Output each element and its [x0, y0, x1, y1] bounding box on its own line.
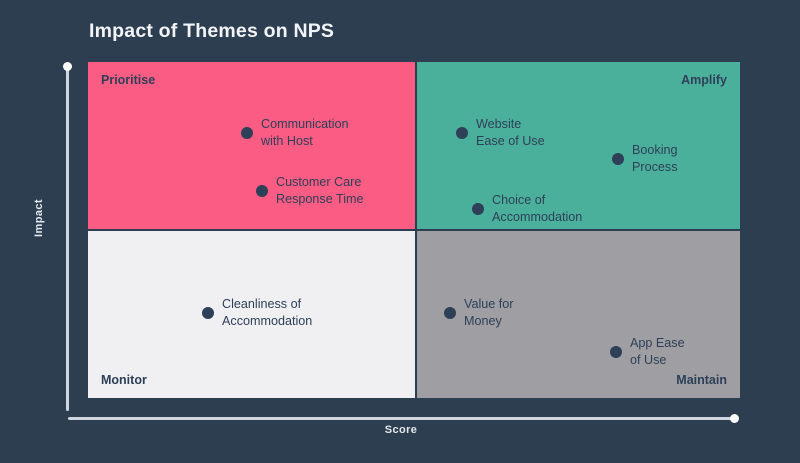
data-point-label-line2: Accommodation [492, 209, 583, 224]
data-point-dot [256, 184, 268, 197]
data-point-label: Booking Process [632, 142, 678, 175]
x-axis-endpoint-marker [730, 414, 739, 423]
x-axis-line [68, 417, 734, 420]
quadrant-monitor: Monitor [88, 231, 415, 398]
data-point[interactable]: Value for Money [444, 296, 513, 329]
data-point-label: Communication with Host [261, 116, 349, 149]
data-point-label-line1: App Ease [630, 336, 685, 350]
data-point-dot [612, 152, 624, 165]
data-point-label: App Ease of Use [630, 335, 685, 368]
plot-area: Prioritise Amplify Monitor Maintain Comm… [88, 62, 740, 398]
data-point-label-line2: Response Time [276, 191, 364, 206]
data-point[interactable]: Booking Process [612, 142, 678, 175]
data-point[interactable]: App Ease of Use [610, 335, 685, 368]
y-axis-endpoint-marker [63, 62, 72, 71]
quadrant-maintain: Maintain [417, 231, 740, 398]
page-title: Impact of Themes on NPS [89, 20, 335, 42]
data-point-label: Choice of Accommodation [492, 192, 582, 225]
data-point-dot [202, 306, 214, 319]
data-point-dot [241, 126, 253, 139]
data-point[interactable]: Choice of Accommodation [472, 192, 582, 225]
data-point[interactable]: Customer Care Response Time [256, 174, 364, 207]
quadrant-label-monitor: Monitor [101, 373, 147, 387]
data-point-label-line2: of Use [630, 352, 667, 367]
data-point-label-line2: Process [632, 159, 678, 174]
data-point-label: Cleanliness of Accommodation [222, 296, 312, 329]
quadrant-label-amplify: Amplify [681, 73, 727, 87]
quadrant-label-prioritise: Prioritise [101, 73, 156, 87]
data-point[interactable]: Communication with Host [241, 116, 349, 149]
data-point-label-line1: Customer Care [276, 175, 362, 189]
data-point-label-line2: with Host [261, 133, 313, 148]
quadrant-prioritise: Prioritise [88, 62, 415, 229]
data-point[interactable]: Website Ease of Use [456, 116, 545, 149]
data-point-dot [444, 306, 456, 319]
data-point-label-line2: Ease of Use [476, 133, 545, 148]
data-point-label: Value for Money [464, 296, 513, 329]
data-point-dot [472, 202, 484, 215]
data-point-label-line1: Choice of [492, 193, 546, 207]
y-axis-line [66, 66, 69, 411]
y-axis-label: Impact [33, 199, 45, 237]
data-point-label-line1: Website [476, 117, 522, 131]
quadrant-label-maintain: Maintain [676, 373, 727, 387]
data-point-dot [610, 345, 622, 358]
data-point-label-line1: Value for [464, 297, 514, 311]
data-point-label-line1: Communication [261, 117, 349, 131]
data-point-label: Website Ease of Use [476, 116, 545, 149]
data-point-label-line1: Booking [632, 143, 678, 157]
data-point-label: Customer Care Response Time [276, 174, 364, 207]
data-point-label-line1: Cleanliness of [222, 297, 302, 311]
data-point-label-line2: Money [464, 313, 502, 328]
data-point-label-line2: Accommodation [222, 313, 313, 328]
x-axis-label: Score [384, 424, 418, 436]
data-point-dot [456, 126, 468, 139]
quadrant-amplify: Amplify [417, 62, 740, 229]
data-point[interactable]: Cleanliness of Accommodation [202, 296, 312, 329]
